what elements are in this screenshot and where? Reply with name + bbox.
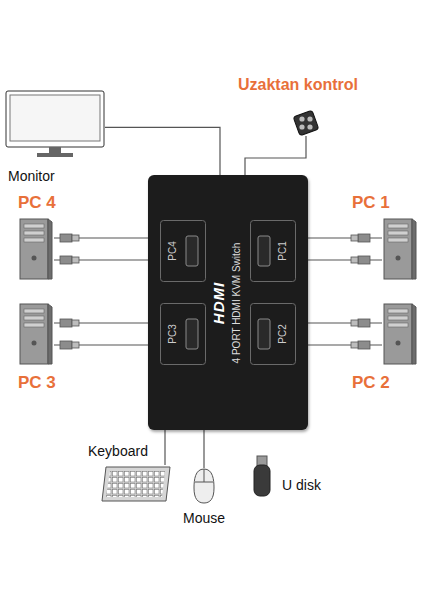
port-button: PC4 [160,220,206,282]
part-label: Monitor [8,168,55,184]
part-label: PC 3 [18,373,56,393]
part-label: PC 2 [352,373,390,393]
port-label: PC1 [277,241,289,260]
pc-tower-drawing [18,218,54,280]
keyboard: Keyboard [100,465,172,503]
cable-line [105,127,220,175]
part-label: PC 4 [18,193,56,213]
device-label: HDMI [210,282,227,324]
port-label: PC2 [277,324,289,343]
cable-line [164,430,165,465]
part-label: Keyboard [88,443,148,459]
pc-tower-drawing [18,303,54,365]
mouse-drawing [193,468,215,504]
port-button: PC2 [250,303,296,365]
port-button-drawing [250,220,296,282]
cable-line [308,259,382,260]
pc-tower: PC 4 [18,218,54,280]
keyboard-drawing [100,465,172,503]
usb-disk: U disk [252,455,272,497]
usb-disk-drawing [252,455,272,497]
part-label: Uzaktan kontrol [238,76,358,94]
pc-tower-drawing [382,303,418,365]
port-button-drawing [160,303,206,365]
part-label: U disk [282,477,321,493]
pc-tower: PC 2 [382,303,418,365]
pc-tower: PC 3 [18,303,54,365]
port-button-drawing [160,220,206,282]
port-button-drawing [250,303,296,365]
cable-line [308,344,382,345]
cable-line [308,322,382,323]
device-label: 4 PORT HDMI KVM Switch [231,243,243,364]
pc-tower-drawing [382,218,418,280]
port-button: PC1 [250,220,296,282]
cable-line [203,430,204,468]
monitor-drawing [5,90,105,158]
monitor: Monitor [5,90,105,158]
pc-tower: PC 1 [382,218,418,280]
port-label: PC3 [167,324,179,343]
part-label: Mouse [183,510,225,526]
cable-line [308,237,382,238]
remote-control-drawing [293,110,319,136]
kvm-switch: HDMI 4 PORT HDMI KVM Switch PC4 PC1PC3 PC2 [148,175,308,430]
cable-line [245,136,306,175]
remote-control: Uzaktan kontrol [293,110,319,136]
port-button: PC3 [160,303,206,365]
mouse: Mouse [193,468,215,504]
part-label: PC 1 [352,193,390,213]
port-label: PC4 [167,241,179,260]
